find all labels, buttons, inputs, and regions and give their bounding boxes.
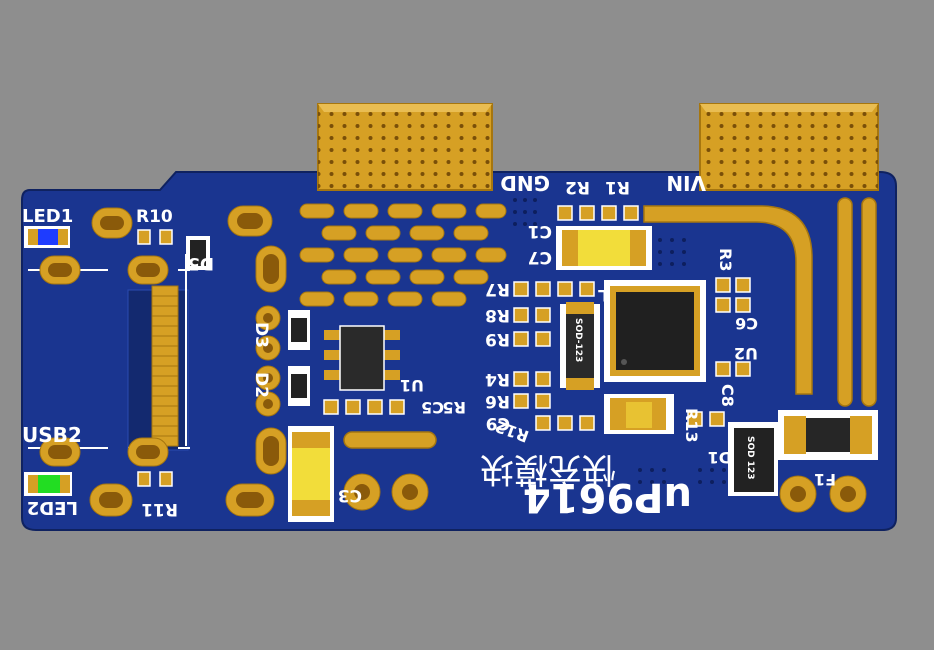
oval-pad-grid [299,203,507,307]
label-r6: R6 [485,391,510,411]
u2-ic [604,280,706,382]
label-r3: R3 [716,248,735,271]
label-r1: R1 [605,177,630,197]
label-r13: R13 [682,408,701,443]
label-usb2: USB2 [22,423,82,447]
board-subtitle: 快充模块 [480,449,616,489]
label-r9: R9 [485,329,510,349]
label-f1: F1 [814,470,836,489]
label-r2: R2 [565,177,590,197]
label-r10: R10 [136,207,173,227]
label-c6: C6 [735,314,758,333]
fuse-f1 [778,410,878,460]
header-vin-pads [699,103,879,191]
label-c7: C7 [528,247,552,267]
label-r7: R7 [485,279,510,299]
label-c1: C1 [528,221,552,241]
label-r8: R8 [485,305,510,325]
label-vin: VIN [666,171,706,195]
label-d3: D3 [251,322,271,348]
label-d5: D5 [188,253,214,273]
via-field [513,198,726,484]
led1-component [24,226,70,248]
label-c5: C5 [421,398,444,417]
u1-ic [324,325,400,391]
label-d2: D2 [251,372,271,398]
small-diodes [186,236,310,406]
label-c8: C8 [718,384,737,407]
label-r4: R4 [485,369,510,389]
through-hole-pads [39,205,867,517]
usb-connector [28,254,190,451]
label-led2: LED2 [27,497,78,518]
label-d1: D1 [708,448,732,467]
silkscreen-labels: LED1 R10 D5 USB2 LED2 R11 D3 D2 U1 C5 R5… [22,171,836,520]
label-u1: U1 [400,376,424,395]
label-led1: LED1 [22,206,73,227]
label-r5: R5 [443,398,466,417]
label-sod-d1: SOD 123 [745,436,755,480]
label-u2: U2 [734,344,758,363]
l1-pad [604,394,674,434]
label-sod-vertical: SOD-123 [573,318,583,362]
smd-passives [137,205,751,487]
label-c9: C9 [486,413,510,433]
pcb-board [21,171,897,531]
sod123-diode-vertical [560,302,600,390]
label-l: L [598,286,608,305]
capacitor-c1 [556,226,652,270]
label-gnd: GND [500,171,550,195]
label-r11: R11 [141,499,178,519]
led2-component [24,472,72,496]
label-c3: C3 [338,485,362,505]
header-gnd-pads [317,103,493,191]
sod123-diode-d1 [728,422,778,496]
board-title: uP9614 [523,474,692,520]
capacitor-c3 [288,426,334,522]
copper-traces [343,197,877,449]
